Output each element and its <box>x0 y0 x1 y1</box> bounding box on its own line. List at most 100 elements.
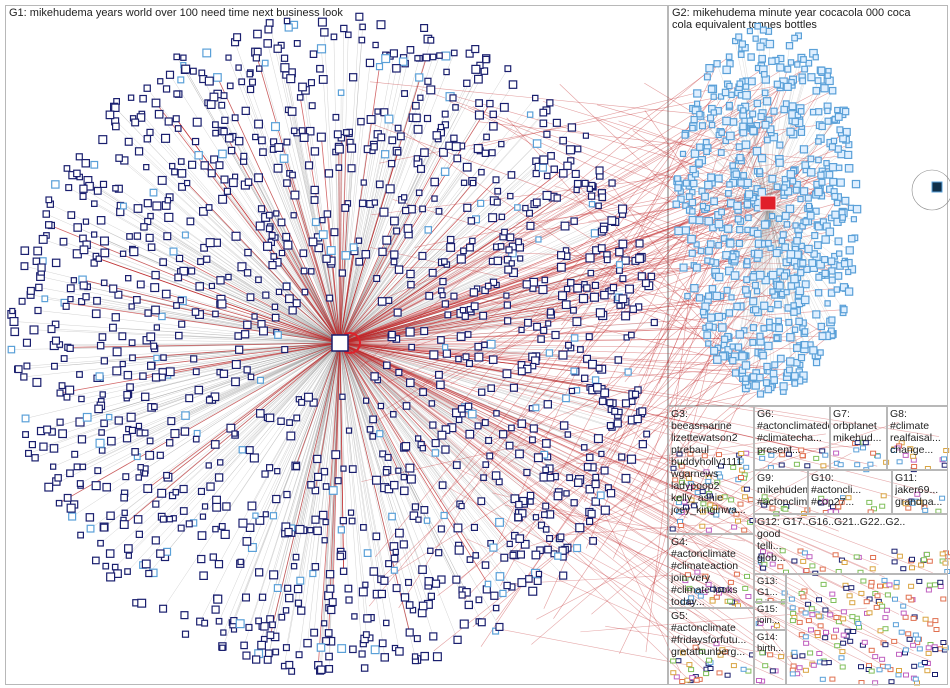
edge <box>97 190 341 344</box>
node <box>723 224 733 233</box>
node <box>742 90 751 100</box>
node <box>252 133 259 141</box>
group-label-g4: G4: #actonclimate #climateaction join ve… <box>671 536 739 608</box>
node <box>726 239 735 248</box>
node <box>273 163 283 173</box>
node <box>522 204 529 212</box>
node <box>238 78 246 86</box>
node <box>143 199 152 208</box>
node <box>23 362 31 370</box>
node <box>687 234 696 244</box>
node <box>573 478 583 488</box>
node <box>557 533 565 541</box>
node <box>608 179 616 187</box>
node <box>763 136 771 144</box>
node <box>756 390 765 398</box>
edge-cross <box>504 505 745 542</box>
node <box>220 629 227 636</box>
node <box>619 275 627 283</box>
node <box>683 504 689 510</box>
node <box>528 436 536 444</box>
node <box>734 343 743 351</box>
node <box>882 626 889 632</box>
node <box>244 178 253 187</box>
node <box>834 643 841 649</box>
edge <box>163 261 341 344</box>
node <box>452 575 461 584</box>
node <box>624 284 634 294</box>
edge-cross <box>591 445 791 615</box>
node <box>704 180 713 190</box>
edge <box>339 342 367 635</box>
node <box>735 518 741 524</box>
node <box>383 361 391 370</box>
node <box>546 534 554 542</box>
node <box>85 513 95 522</box>
edge-cross <box>339 198 801 344</box>
edge-cross <box>339 82 792 344</box>
node <box>638 440 647 449</box>
node <box>595 308 606 318</box>
node <box>839 664 846 670</box>
node <box>873 604 880 610</box>
node <box>337 89 345 97</box>
node <box>465 49 474 58</box>
node <box>486 99 494 108</box>
node <box>395 368 403 377</box>
node <box>764 385 773 394</box>
node <box>821 269 829 278</box>
node <box>54 474 62 482</box>
node <box>380 576 389 585</box>
node <box>212 129 219 137</box>
node <box>689 165 697 174</box>
node <box>900 566 907 572</box>
node <box>481 149 490 157</box>
self-loop-edge <box>911 169 950 211</box>
node <box>334 477 342 485</box>
node <box>834 272 843 280</box>
node <box>495 517 505 527</box>
node <box>319 217 326 224</box>
node <box>347 143 357 153</box>
node <box>375 180 384 189</box>
edge-red <box>339 342 489 585</box>
node <box>703 469 710 475</box>
node <box>225 54 232 61</box>
node <box>165 367 175 377</box>
node <box>718 463 724 469</box>
node <box>67 211 76 220</box>
edge <box>767 139 769 206</box>
node <box>93 296 101 305</box>
node <box>799 259 807 267</box>
node <box>481 341 488 349</box>
node <box>91 309 101 319</box>
edge <box>339 229 429 344</box>
node <box>831 192 839 200</box>
node <box>939 495 946 501</box>
node <box>215 617 223 625</box>
node <box>741 140 751 150</box>
node <box>714 272 724 282</box>
node <box>162 85 171 93</box>
node <box>738 451 745 456</box>
edge <box>333 36 341 344</box>
node <box>704 246 713 255</box>
node <box>790 274 799 284</box>
node <box>191 137 200 146</box>
node <box>924 668 931 674</box>
node <box>558 169 568 178</box>
group-panel-g3: G3: beeasmarine lizettewatson2 ptrebaul … <box>668 406 754 534</box>
node <box>840 609 847 615</box>
node <box>380 653 390 662</box>
node <box>725 101 733 109</box>
node <box>381 54 391 64</box>
edge <box>339 267 562 344</box>
node <box>828 163 838 172</box>
node <box>572 317 582 327</box>
node <box>815 156 822 164</box>
node <box>799 77 807 85</box>
node <box>392 548 399 556</box>
node <box>452 104 459 111</box>
node <box>339 516 347 525</box>
node <box>706 657 712 663</box>
